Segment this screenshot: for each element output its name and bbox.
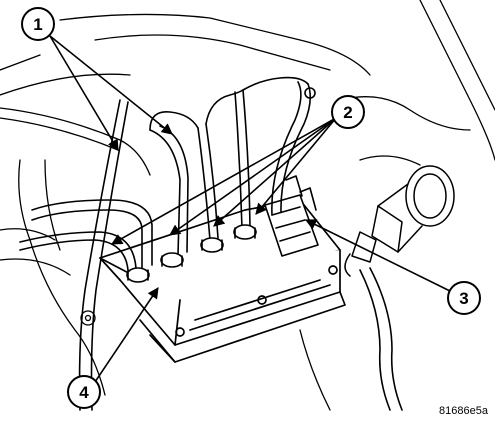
callout-2: 2 [331, 95, 365, 129]
brake-tubes [19, 76, 316, 271]
wiring-connector [344, 165, 455, 277]
tube-fitting [200, 237, 224, 253]
tube-fittings [126, 224, 257, 283]
svg-text:2: 2 [343, 103, 352, 122]
leader-line-2b [169, 117, 337, 236]
leader-line-1a [49, 35, 119, 151]
leader-lines [49, 35, 453, 383]
callout-1: 1 [21, 7, 55, 41]
cab-harness-connector [264, 175, 319, 257]
leader-line-2c [213, 117, 337, 227]
leader-line-1b [49, 35, 173, 135]
leader-line-4 [94, 287, 159, 383]
tube-fitting [233, 224, 257, 240]
svg-text:3: 3 [459, 289, 468, 308]
callout-4: 4 [67, 375, 101, 409]
svg-text:4: 4 [79, 383, 89, 402]
svg-text:1: 1 [33, 15, 42, 34]
tube-fitting [126, 267, 150, 283]
leader-line-2d [255, 117, 337, 215]
figure-id: 81686e5a [439, 405, 489, 417]
leader-line-2a [111, 117, 337, 245]
tube-fitting [160, 252, 184, 268]
leader-line-3 [304, 219, 453, 293]
background-structures [0, 0, 495, 411]
callout-3: 3 [447, 281, 481, 315]
